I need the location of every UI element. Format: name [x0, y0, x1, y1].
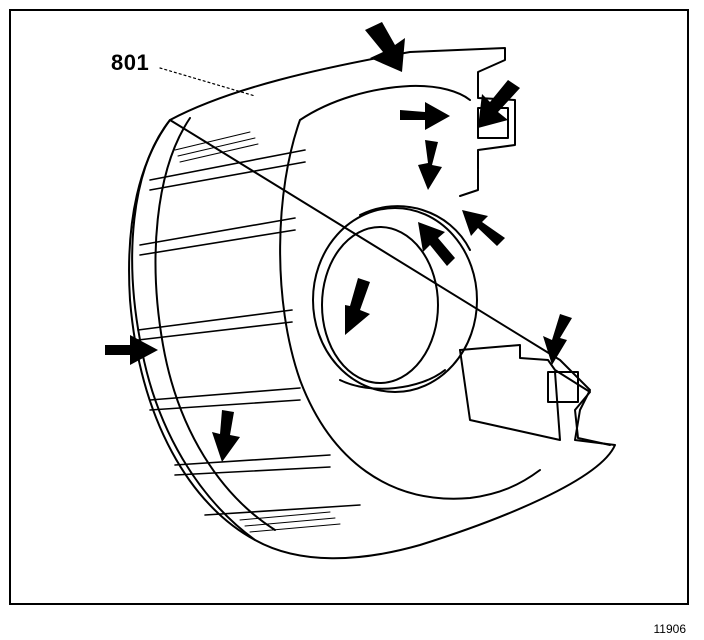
arrow-bottom [212, 410, 240, 462]
central-bore-outer [312, 207, 478, 393]
diagram-frame [9, 9, 689, 605]
lower-tab-slot [547, 371, 579, 403]
bore-hub-ring [339, 205, 471, 390]
arrow-hub-lower [418, 222, 455, 266]
arrow-pin-left [400, 102, 450, 130]
front-face [279, 84, 541, 500]
part-leader-line [159, 67, 256, 97]
central-bore-inner [321, 226, 439, 384]
drum-rear-rim [131, 119, 256, 541]
arrow-bracket [543, 314, 572, 365]
pointer-arrows [105, 22, 572, 462]
drum-outer-shell [128, 47, 616, 560]
drum-inner-rim [154, 117, 276, 531]
drum-splines [137, 149, 361, 516]
drum-cross-hatching [174, 131, 341, 533]
arrow-top [365, 22, 405, 72]
arrow-left [105, 335, 158, 365]
arrow-hub-down [418, 140, 442, 190]
lower-bracket [459, 344, 611, 446]
arrow-bore [345, 278, 370, 335]
arrow-top-right [478, 80, 520, 128]
bracket-window [459, 349, 561, 441]
part-number-label: 801 [111, 50, 150, 75]
arrow-hub-right [462, 210, 505, 246]
figure-number: 11906 [653, 622, 686, 636]
